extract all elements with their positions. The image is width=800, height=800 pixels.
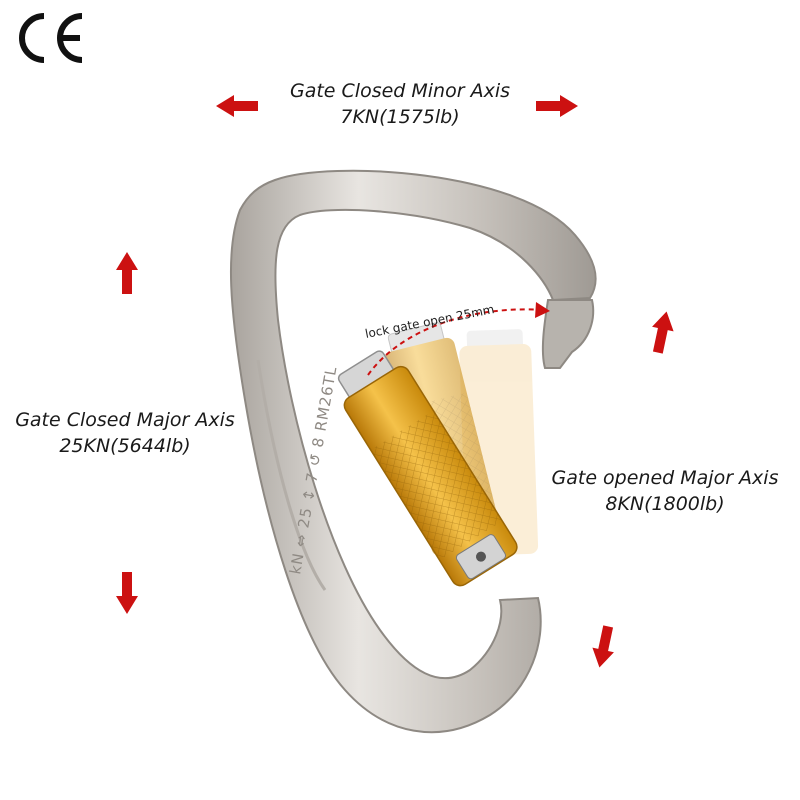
- major-axis-closed-rating: Gate Closed Major Axis 25KN(5644lb): [5, 407, 245, 459]
- major-axis-open-value: 8KN(1800lb): [605, 493, 725, 515]
- gate-sleeve: [337, 350, 518, 587]
- minor-axis-value: 7KN(1575lb): [340, 106, 460, 128]
- major-axis-open-label: Gate opened Major Axis: [551, 467, 779, 489]
- open-axis-down-arrow: [592, 625, 614, 668]
- carabiner-nose: [541, 299, 595, 369]
- major-axis-closed-label: Gate Closed Major Axis: [15, 409, 235, 431]
- major-axis-down-arrow: [116, 572, 138, 614]
- minor-axis-rating: Gate Closed Minor Axis 7KN(1575lb): [250, 78, 550, 130]
- minor-axis-right-arrow: [536, 95, 578, 117]
- ce-certification-logo: [19, 13, 83, 63]
- minor-axis-left-arrow: [216, 95, 258, 117]
- minor-axis-label: Gate Closed Minor Axis: [289, 80, 510, 102]
- major-axis-up-arrow: [116, 252, 138, 294]
- major-axis-open-rating: Gate opened Major Axis 8KN(1800lb): [545, 465, 785, 517]
- major-axis-closed-value: 25KN(5644lb): [59, 435, 191, 457]
- gate-open-arrowhead: [535, 302, 550, 318]
- open-axis-up-arrow: [652, 311, 674, 354]
- gate-open-arc: [367, 308, 546, 376]
